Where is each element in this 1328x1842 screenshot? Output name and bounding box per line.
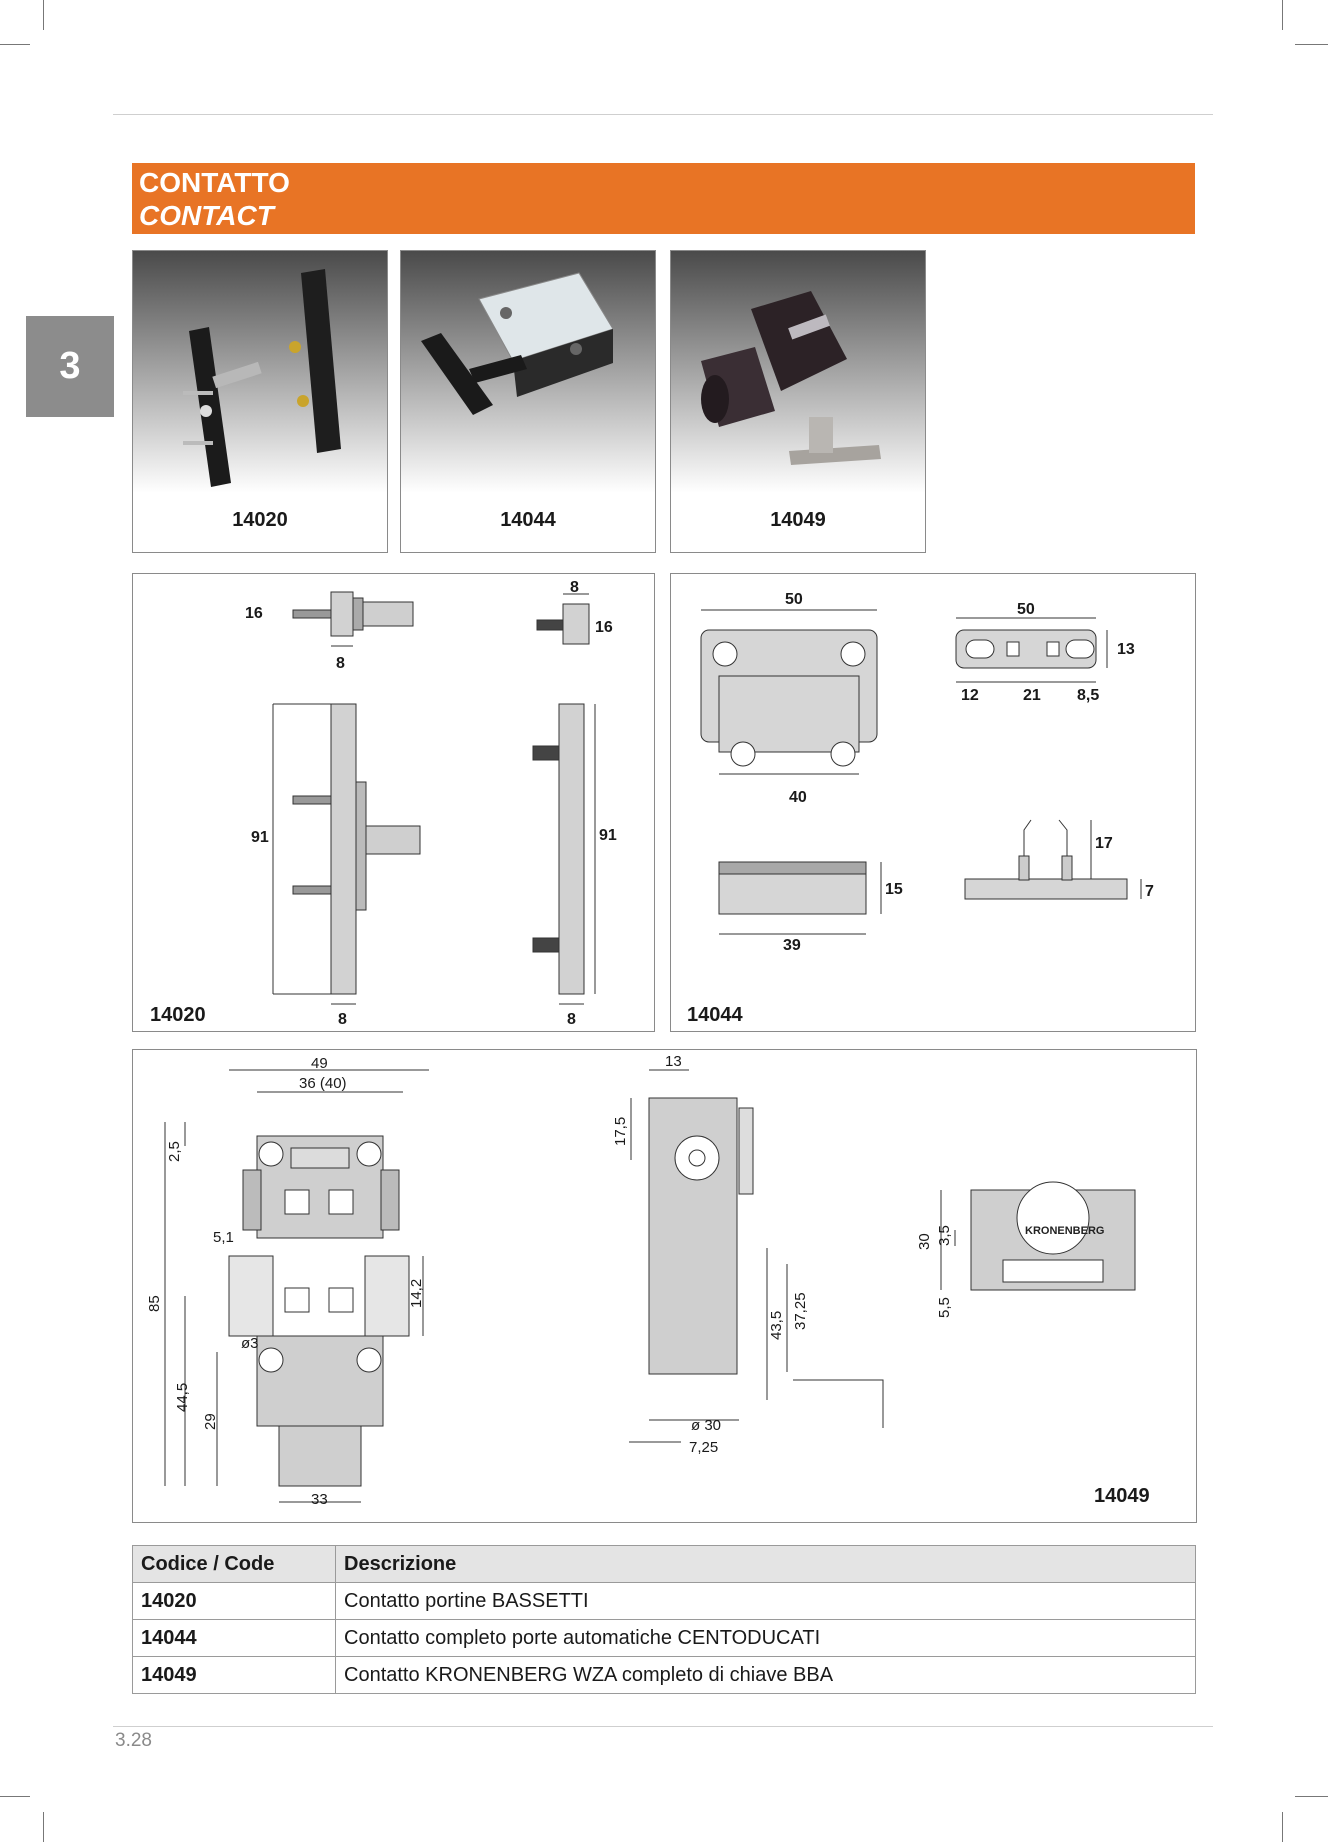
table-row: 14049 Contatto KRONENBERG WZA completo d… — [132, 1656, 1196, 1694]
dim-label: 8 — [567, 1011, 576, 1028]
dim-label: 36 (40) — [299, 1075, 347, 1092]
brand-logo-text: KRONENBERG — [1025, 1225, 1104, 1237]
dim-label: 16 — [245, 605, 263, 622]
photo-card-14049: 14049 — [670, 250, 926, 553]
dim-label: 13 — [1117, 641, 1135, 658]
kronenberg-wza-switch-photo-icon — [671, 251, 925, 493]
dim-label: 43,5 — [768, 1311, 785, 1340]
photo-code: 14049 — [770, 509, 826, 531]
crop-mark — [43, 1812, 44, 1842]
photo-code: 14020 — [232, 509, 288, 531]
dim-label: 5,1 — [213, 1229, 234, 1246]
table-header: Descrizione — [335, 1545, 1196, 1583]
drawing-14020: 16 8 8 16 91 91 8 8 14020 — [132, 573, 655, 1032]
section-tab: 3 — [26, 316, 114, 417]
dim-label: 13 — [665, 1053, 682, 1070]
dim-label: 85 — [146, 1295, 163, 1312]
dim-label: 40 — [789, 789, 807, 806]
drawing-14044: 50 40 50 13 12 21 8,5 15 39 17 7 14044 — [670, 573, 1196, 1032]
dim-label: 3,5 — [936, 1225, 953, 1246]
title-banner: CONTATTO CONTACT — [132, 163, 1195, 234]
crop-mark — [1282, 1812, 1283, 1842]
dim-label: 39 — [783, 937, 801, 954]
header-rule — [113, 114, 1213, 115]
crop-mark — [1295, 44, 1328, 45]
dim-label: 33 — [311, 1491, 328, 1508]
crop-mark — [1282, 0, 1283, 30]
dim-label: 50 — [785, 591, 803, 608]
dim-label: 8 — [336, 655, 345, 672]
door-contact-bar-photo-icon — [133, 251, 387, 493]
dim-label: 91 — [599, 827, 617, 844]
table-cell-description: Contatto completo porte automatiche CENT… — [335, 1619, 1196, 1657]
dim-label: 15 — [885, 881, 903, 898]
crop-mark — [43, 0, 44, 30]
dim-label: 8 — [338, 1011, 347, 1028]
page-number: 3.28 — [115, 1730, 152, 1751]
photo-card-14044: 14044 — [400, 250, 656, 553]
table-cell-description: Contatto portine BASSETTI — [335, 1582, 1196, 1620]
automatic-door-contact-photo-icon — [401, 251, 655, 493]
table-row: 14044 Contatto completo porte automatich… — [132, 1619, 1196, 1657]
dim-label: 8,5 — [1077, 687, 1099, 704]
drawing-code: 14049 — [1094, 1485, 1150, 1507]
dim-label: 16 — [595, 619, 613, 636]
dim-label: 29 — [202, 1413, 219, 1430]
dim-label: ø 30 — [691, 1417, 721, 1434]
dim-label: 8 — [570, 579, 579, 596]
dim-label: 14,2 — [408, 1279, 425, 1308]
dim-label: 44,5 — [174, 1383, 191, 1412]
table-cell-code: 14049 — [132, 1656, 336, 1694]
title-english: CONTACT — [139, 200, 274, 231]
table-header-row: Codice / Code Descrizione — [132, 1545, 1196, 1583]
table-header: Codice / Code — [132, 1545, 336, 1583]
dim-label: 7,25 — [689, 1439, 718, 1456]
technical-drawing-14044: 50 40 50 13 12 21 8,5 15 39 17 7 — [700, 591, 1154, 954]
photo-card-14020: 14020 — [132, 250, 388, 553]
dim-label: 50 — [1017, 601, 1035, 618]
dim-label: 49 — [311, 1055, 328, 1072]
title-italian: CONTATTO — [139, 167, 290, 198]
footer-rule — [113, 1726, 1213, 1727]
dim-label: ø3 — [241, 1335, 259, 1352]
dim-label: 12 — [961, 687, 979, 704]
table-row: 14020 Contatto portine BASSETTI — [132, 1582, 1196, 1620]
table-cell-code: 14044 — [132, 1619, 336, 1657]
dim-label: 7 — [1145, 883, 1154, 900]
dim-label: 21 — [1023, 687, 1041, 704]
product-table: Codice / Code Descrizione 14020 Contatto… — [132, 1545, 1196, 1694]
table-cell-code: 14020 — [132, 1582, 336, 1620]
dim-label: 17,5 — [612, 1117, 629, 1146]
dim-label: 17 — [1095, 835, 1113, 852]
table-cell-description: Contatto KRONENBERG WZA completo di chia… — [335, 1656, 1196, 1694]
crop-mark — [0, 1796, 30, 1797]
dim-label: 5,5 — [936, 1297, 953, 1318]
technical-drawing-14049: KRONENBERG 49 36 (40) 2,5 5,1 85 14,2 ø3 — [146, 1053, 1136, 1508]
drawing-code: 14044 — [687, 1004, 743, 1026]
drawing-14049: KRONENBERG 49 36 (40) 2,5 5,1 85 14,2 ø3 — [132, 1049, 1197, 1523]
drawing-code: 14020 — [150, 1004, 206, 1026]
photo-code: 14044 — [500, 509, 556, 531]
dim-label: 2,5 — [166, 1141, 183, 1162]
dim-label: 37,25 — [792, 1292, 809, 1330]
dim-label: 91 — [251, 829, 269, 846]
dim-label: 30 — [916, 1233, 933, 1250]
technical-drawing-14020: 16 8 8 16 91 91 8 8 — [245, 579, 617, 1028]
crop-mark — [0, 44, 30, 45]
crop-mark — [1295, 1796, 1328, 1797]
